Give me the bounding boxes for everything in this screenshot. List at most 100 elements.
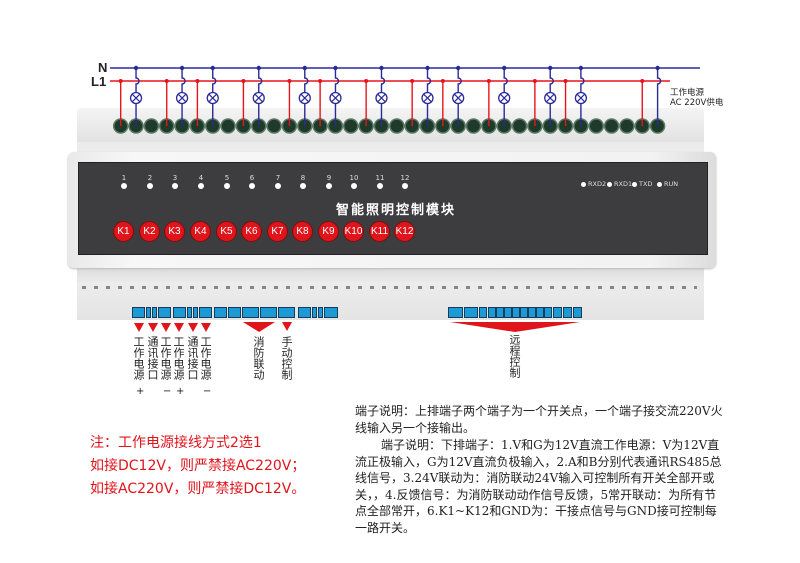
terminal-block	[504, 307, 512, 318]
status-led-run: RUN	[657, 180, 678, 188]
channel-number: 8	[300, 174, 306, 182]
terminal-block	[158, 307, 171, 318]
junction	[548, 65, 553, 71]
terminal-block	[464, 307, 478, 318]
channel-led-indicator	[300, 183, 306, 189]
channel-button-k4[interactable]: K4	[190, 221, 211, 242]
remote-control-label: 远程控制	[508, 334, 521, 378]
junction	[455, 65, 461, 71]
status-led-dot	[657, 181, 662, 187]
channel-button-k8[interactable]: K8	[292, 221, 313, 242]
channel-led-indicator	[326, 183, 332, 189]
junction	[118, 79, 123, 83]
channel-led-indicator	[224, 183, 230, 189]
arrow-icon	[134, 323, 144, 332]
screw-terminal	[143, 118, 160, 134]
note-line-1: 注：工作电源接线方式2选1	[90, 435, 262, 451]
channel-number: 12	[400, 174, 410, 182]
status-led-label: RUN	[664, 180, 679, 188]
lamp-cross	[331, 93, 340, 103]
channel-button-k1[interactable]: K1	[113, 221, 134, 242]
arrow-icon	[148, 323, 158, 332]
terminal-block	[278, 307, 295, 318]
status-led-dot	[581, 181, 586, 187]
junction	[563, 79, 568, 83]
channel-button-k7[interactable]: K7	[267, 221, 288, 242]
power-supply-note: 工作电源 AC 220V供电	[670, 88, 723, 108]
terminal-label: 通讯接口	[186, 336, 199, 380]
neutral-wire	[549, 68, 554, 126]
channel-number: 11	[375, 174, 385, 182]
terminal-polarity: −	[203, 386, 212, 397]
channel-number: 9	[326, 174, 332, 182]
terminal-polarity: −	[163, 386, 172, 397]
channel-number: 7	[275, 174, 281, 182]
channel-number: 6	[249, 174, 255, 182]
live-label: L1	[91, 74, 107, 89]
arrow-icon	[201, 323, 211, 332]
channel-number: 4	[198, 174, 204, 182]
arrow-icon	[188, 323, 198, 332]
terminal-block	[573, 307, 582, 318]
junction	[578, 65, 584, 71]
neutral-wire	[457, 68, 462, 126]
terminal-block	[544, 307, 552, 318]
channel-led-indicator	[198, 183, 204, 189]
lamp-cross	[545, 93, 555, 103]
channel-button-k5[interactable]: K5	[216, 221, 237, 242]
terminal-block	[173, 307, 186, 318]
junction	[502, 65, 507, 71]
terminal-block	[553, 307, 562, 318]
channel-button-k3[interactable]: K3	[164, 221, 185, 242]
status-led-rxd1: RXD1	[607, 180, 632, 188]
channel-button-k10[interactable]: K10	[343, 221, 364, 242]
status-led-txd: TXD	[632, 180, 652, 188]
junction	[318, 79, 323, 83]
channel-button-k2[interactable]: K2	[139, 221, 160, 242]
terminal-block	[193, 307, 198, 318]
screw-terminal	[220, 118, 236, 134]
neutral-wire	[212, 68, 217, 126]
power-supply-label: 工作电源	[670, 88, 705, 98]
neutral-wire	[304, 68, 309, 126]
channel-led-indicator	[249, 183, 255, 189]
lamp-cross	[177, 93, 187, 103]
channel-led-indicator	[172, 183, 178, 189]
lamp-cross	[499, 93, 509, 103]
junction	[241, 79, 246, 83]
lamp-cross	[576, 93, 586, 103]
terminal-label: 工作电源	[172, 336, 185, 380]
screw-terminal	[619, 118, 635, 134]
status-led-dot	[607, 181, 612, 187]
junction	[210, 65, 215, 71]
status-led-label: RXD1	[614, 180, 633, 188]
terminal-block	[496, 307, 504, 318]
channel-button-k9[interactable]: K9	[318, 221, 339, 242]
lamp-cross	[423, 93, 432, 103]
terminal-polarity: +	[136, 386, 145, 397]
neutral-wire	[580, 68, 585, 126]
junction	[440, 79, 445, 83]
junction	[179, 65, 185, 71]
terminal-block	[488, 307, 496, 318]
terminal-block	[132, 307, 145, 318]
arrow-icon	[282, 322, 292, 331]
channel-button-k12[interactable]: K12	[394, 221, 415, 242]
screw-terminal	[588, 118, 604, 134]
note-line-2: 如接DC12V，则严禁接AC220V；	[90, 458, 306, 474]
channel-button-k11[interactable]: K11	[369, 221, 390, 242]
channel-button-k6[interactable]: K6	[241, 221, 262, 242]
lower-terminal-description: 端子说明：下排端子：1.V和G为12V直流工作电源：V为12V直流正极输入，G为…	[355, 438, 722, 535]
status-led-label: RXD2	[588, 180, 607, 188]
status-led-label: TXD	[639, 180, 653, 188]
terminal-block	[312, 307, 317, 318]
neutral-wire	[503, 68, 508, 126]
junction	[655, 65, 660, 71]
terminal-block	[318, 307, 323, 318]
junction	[379, 65, 384, 71]
terminal-block	[228, 307, 241, 318]
terminal-block	[152, 307, 157, 318]
status-led-rxd2: RXD2	[581, 180, 606, 188]
neutral-wire	[656, 68, 662, 126]
junction	[640, 79, 645, 83]
